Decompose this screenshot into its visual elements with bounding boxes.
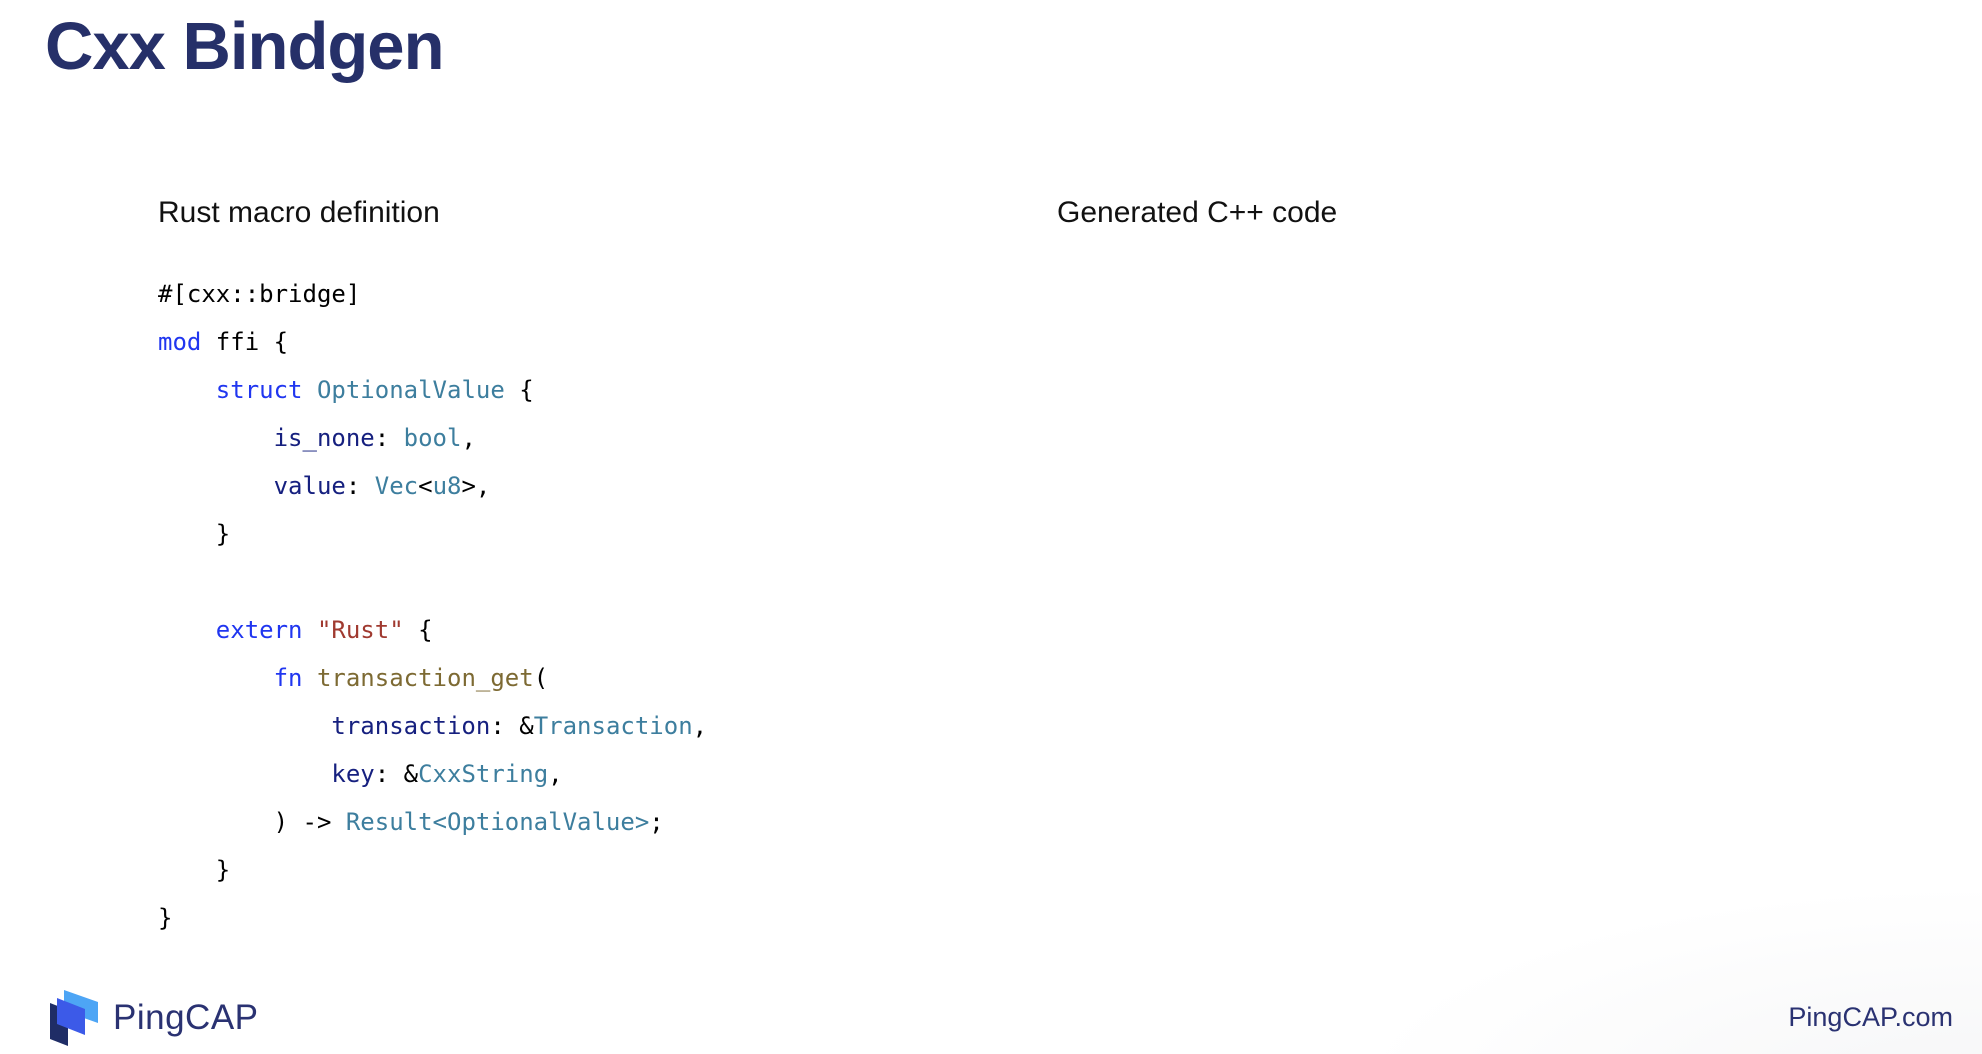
- code-token-plain: }: [158, 904, 173, 932]
- code-token-type: CxxString: [418, 760, 549, 788]
- code-token-plain: ,: [692, 712, 708, 740]
- code-token-field: key: [331, 760, 375, 788]
- code-token-field: value: [273, 472, 346, 500]
- code-token-plain: :: [374, 424, 404, 452]
- code-token-plain: [303, 376, 317, 404]
- code-token-plain: [158, 424, 274, 452]
- code-line: struct OptionalValue {: [158, 366, 707, 414]
- code-token-plain: ffi {: [201, 328, 289, 356]
- code-token-plain: [158, 760, 331, 788]
- code-token-plain: [303, 664, 317, 692]
- code-token-plain: [158, 712, 331, 740]
- code-token-field: transaction: [331, 712, 491, 740]
- code-token-plain: [158, 376, 216, 404]
- code-token-plain: ,: [548, 760, 563, 788]
- code-token-type: OptionalValue: [316, 376, 505, 404]
- code-token-type: Vec: [374, 472, 419, 500]
- pingcap-logo-icon: [50, 990, 98, 1046]
- code-line: ) -> Result<OptionalValue>;: [158, 798, 707, 846]
- code-token-kw: struct: [215, 376, 303, 404]
- code-token-plain: ) ->: [158, 808, 346, 836]
- code-token-kw: extern: [215, 616, 303, 644]
- code-line: value: Vec<u8>,: [158, 462, 707, 510]
- code-token-plain: >,: [461, 472, 491, 500]
- code-line: key: &CxxString,: [158, 750, 707, 798]
- code-token-kw: fn: [273, 664, 303, 692]
- code-line: [158, 558, 707, 606]
- code-token-plain: : &: [490, 712, 534, 740]
- code-token-plain: :: [345, 472, 375, 500]
- code-token-type: Result<OptionalValue>: [345, 808, 650, 836]
- rust-code-block: #[cxx::bridge]mod ffi { struct OptionalV…: [158, 270, 707, 942]
- code-token-plain: }: [158, 520, 231, 548]
- code-line: }: [158, 894, 707, 942]
- code-line: }: [158, 510, 707, 558]
- code-token-plain: ,: [461, 424, 476, 452]
- code-line: mod ffi {: [158, 318, 707, 366]
- code-line: fn transaction_get(: [158, 654, 707, 702]
- code-line: is_none: bool,: [158, 414, 707, 462]
- code-token-plain: : &: [374, 760, 419, 788]
- code-token-plain: {: [504, 376, 534, 404]
- code-line: extern "Rust" {: [158, 606, 707, 654]
- code-token-plain: }: [158, 856, 231, 884]
- code-token-type: Transaction: [533, 712, 693, 740]
- code-token-plain: ;: [649, 808, 664, 836]
- code-token-plain: {: [403, 616, 433, 644]
- code-line: }: [158, 846, 707, 894]
- footer-site-text: PingCAP.com: [1788, 1002, 1953, 1032]
- code-token-plain: [303, 616, 317, 644]
- right-column-header: Generated C++ code: [1057, 196, 1338, 229]
- code-line: #[cxx::bridge]: [158, 270, 707, 318]
- code-token-plain: [158, 616, 216, 644]
- pingcap-logo: PingCAP: [48, 990, 259, 1046]
- code-token-plain: <: [418, 472, 433, 500]
- code-token-plain: [158, 664, 274, 692]
- code-token-type: bool: [403, 424, 462, 452]
- code-token-plain: (: [533, 664, 549, 692]
- code-token-plain: #[cxx::bridge]: [158, 280, 361, 308]
- code-token-kw: mod: [158, 328, 202, 356]
- code-token-fn: transaction_get: [316, 664, 534, 692]
- slide-title: Cxx Bindgen: [45, 9, 444, 84]
- code-token-str: "Rust": [316, 616, 404, 644]
- code-token-field: is_none: [273, 424, 375, 452]
- left-column-header: Rust macro definition: [158, 196, 440, 229]
- code-token-plain: [158, 472, 274, 500]
- pingcap-logo-text: PingCAP: [113, 998, 259, 1037]
- code-line: transaction: &Transaction,: [158, 702, 707, 750]
- code-token-type: u8: [432, 472, 462, 500]
